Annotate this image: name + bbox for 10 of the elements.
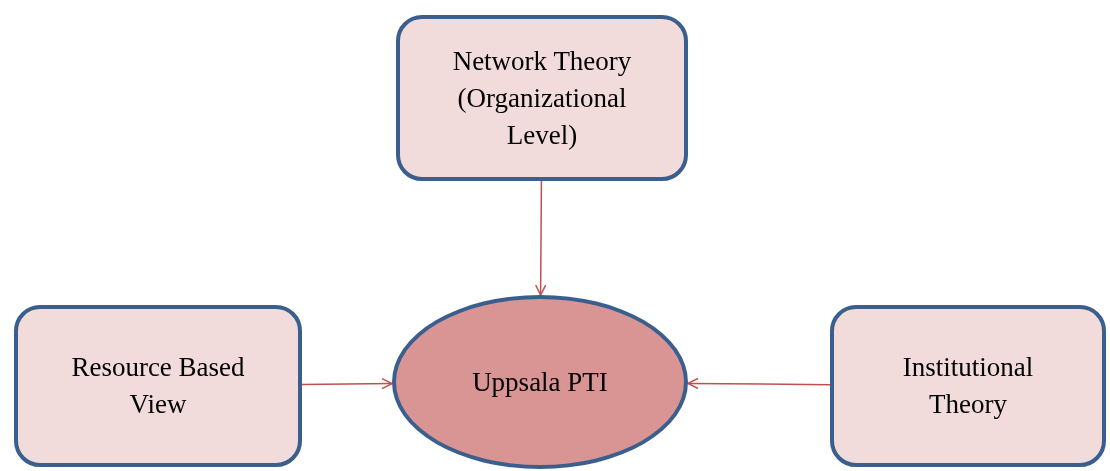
arrow: [301, 377, 393, 390]
node-label: Network Theory (Organizational Level): [451, 44, 633, 152]
rounded-box: [830, 305, 1106, 467]
node-label: Institutional Theory: [901, 351, 1035, 421]
node-label: Resource Based View: [70, 351, 246, 421]
rounded-box: [396, 15, 688, 181]
arrow: [687, 377, 831, 390]
arrow: [534, 180, 547, 296]
rounded-box: [14, 305, 302, 467]
node-label: Uppsala PTI: [472, 365, 608, 399]
